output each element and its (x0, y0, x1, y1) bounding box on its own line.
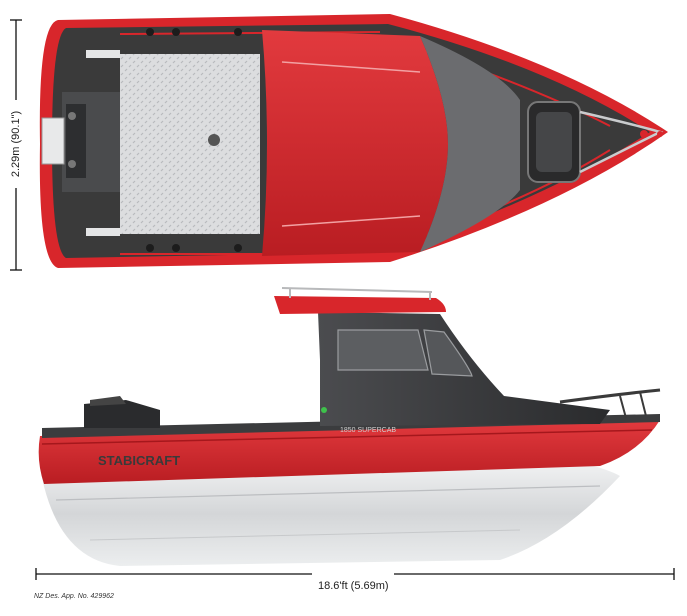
cabin-roof-top (262, 30, 448, 256)
brand-logo-text: STABICRAFT (98, 453, 180, 468)
cabin-roof (274, 296, 446, 314)
side-view (38, 287, 661, 566)
outboard-motor (84, 400, 160, 428)
design-application-footnote: NZ Des. App. No. 429962 (34, 593, 114, 600)
cabin-window-side (337, 329, 429, 371)
rear-deck-checker (120, 54, 260, 234)
side-pontoon (42, 462, 620, 566)
bow-rail (559, 388, 661, 404)
top-view (39, 14, 669, 268)
length-dimension-label: 18.6'ft (5.69m) (318, 580, 389, 592)
width-dimension-label: 2.29m (90.1") (10, 110, 22, 178)
cabin-window-front (423, 329, 473, 377)
model-text: 1850 SUPERCAB (340, 427, 396, 434)
top-windscreen (420, 36, 520, 252)
side-hull-red (38, 420, 660, 484)
width-dimension (9, 19, 23, 271)
length-dimension (35, 568, 675, 586)
